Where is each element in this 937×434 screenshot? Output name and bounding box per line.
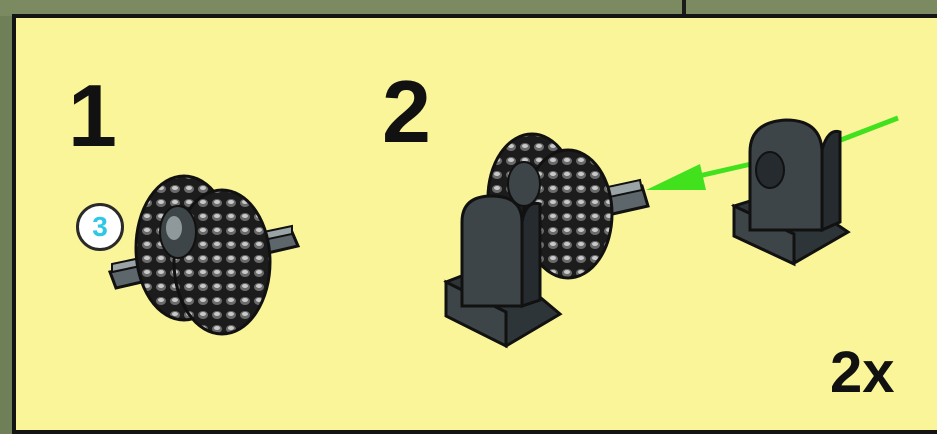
pillow-block-icon	[734, 120, 848, 264]
quantity-callout: 3	[76, 203, 124, 251]
step-multiplier: 2x	[830, 344, 895, 402]
instruction-artwork	[0, 0, 937, 419]
step2-assembly-icon	[446, 118, 898, 346]
quantity-callout-label: 3	[79, 206, 121, 248]
step1-assembly-icon	[110, 176, 298, 334]
gear-tire-assembly-icon	[136, 176, 270, 334]
